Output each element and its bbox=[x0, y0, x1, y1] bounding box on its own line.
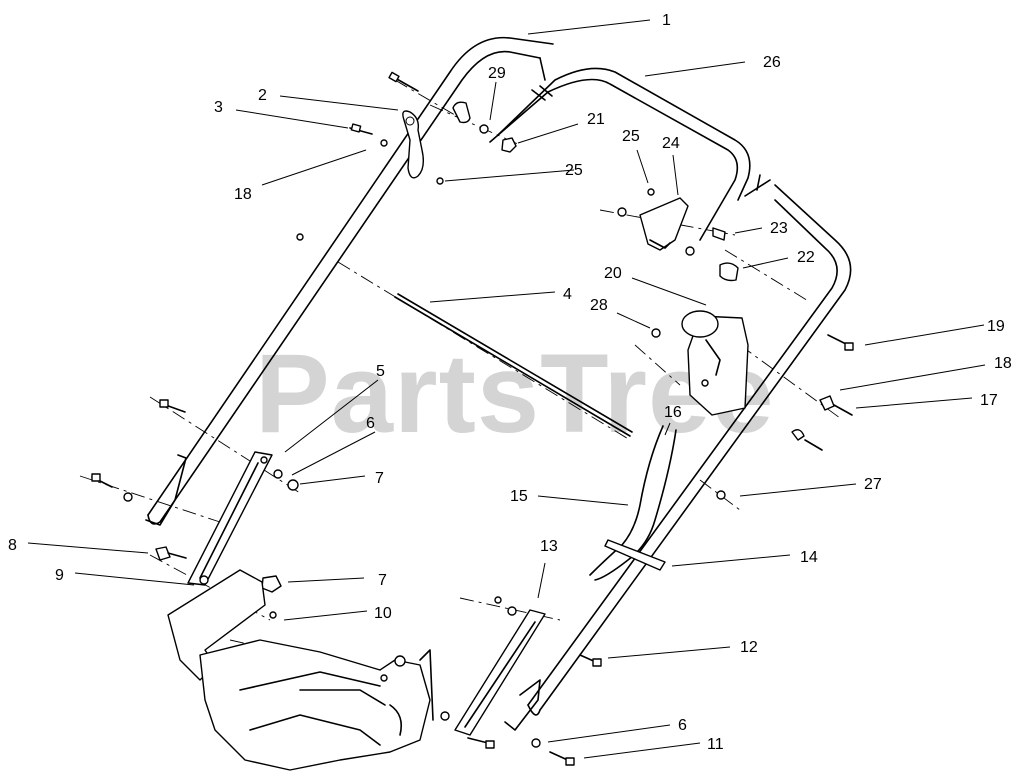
callout-15: 15 bbox=[510, 488, 528, 505]
callout-16: 16 bbox=[664, 404, 682, 421]
top-hardware bbox=[296, 71, 517, 241]
callout-8: 8 bbox=[8, 537, 17, 554]
callout-13: 13 bbox=[540, 538, 558, 555]
callout-11: 11 bbox=[707, 736, 724, 753]
callout-7-upper: 7 bbox=[375, 470, 384, 487]
callout-19: 19 bbox=[987, 318, 1005, 335]
callout-26: 26 bbox=[763, 54, 781, 71]
callout-4: 4 bbox=[563, 286, 572, 303]
callout-17: 17 bbox=[980, 392, 998, 409]
upper-handle-right bbox=[489, 67, 771, 241]
callout-24: 24 bbox=[662, 135, 680, 152]
cables bbox=[589, 425, 677, 581]
lower-handle-right bbox=[504, 184, 852, 731]
cable-bracket bbox=[617, 188, 739, 282]
callout-25-top: 25 bbox=[565, 162, 583, 179]
callout-14: 14 bbox=[800, 549, 818, 566]
watermark: PartsTree bbox=[255, 331, 775, 456]
callout-27: 27 bbox=[864, 476, 882, 493]
right-hardware bbox=[651, 328, 854, 500]
callout-6-upper: 6 bbox=[366, 415, 375, 432]
rod bbox=[394, 293, 633, 437]
callout-29: 29 bbox=[488, 65, 506, 82]
callout-23: 23 bbox=[770, 220, 788, 237]
callout-9: 9 bbox=[55, 567, 64, 584]
callout-10: 10 bbox=[374, 605, 392, 622]
callout-labels: 1 2 3 4 5 6 6 7 7 8 9 10 11 12 13 14 15 … bbox=[8, 12, 1012, 753]
control-housing bbox=[681, 310, 749, 416]
callout-21: 21 bbox=[587, 111, 605, 128]
callout-22: 22 bbox=[797, 249, 815, 266]
callout-7-lower: 7 bbox=[378, 572, 387, 589]
callout-18-left: 18 bbox=[234, 186, 252, 203]
callout-2: 2 bbox=[258, 87, 267, 104]
handle-clamp bbox=[402, 110, 425, 179]
callout-18-right: 18 bbox=[994, 355, 1012, 372]
left-link-bracket bbox=[91, 399, 299, 586]
callout-20: 20 bbox=[604, 265, 622, 282]
callout-5: 5 bbox=[376, 363, 385, 380]
callout-6-lower: 6 bbox=[678, 717, 687, 734]
leader-lines bbox=[27, 19, 986, 759]
upper-handle-left bbox=[145, 36, 554, 526]
callout-25-bracket: 25 bbox=[622, 128, 640, 145]
callout-1: 1 bbox=[662, 12, 671, 29]
mower-housing bbox=[167, 569, 434, 771]
lower-link-bracket bbox=[440, 596, 602, 766]
callout-28: 28 bbox=[590, 297, 608, 314]
callout-12: 12 bbox=[740, 639, 758, 656]
callout-3: 3 bbox=[214, 99, 223, 116]
